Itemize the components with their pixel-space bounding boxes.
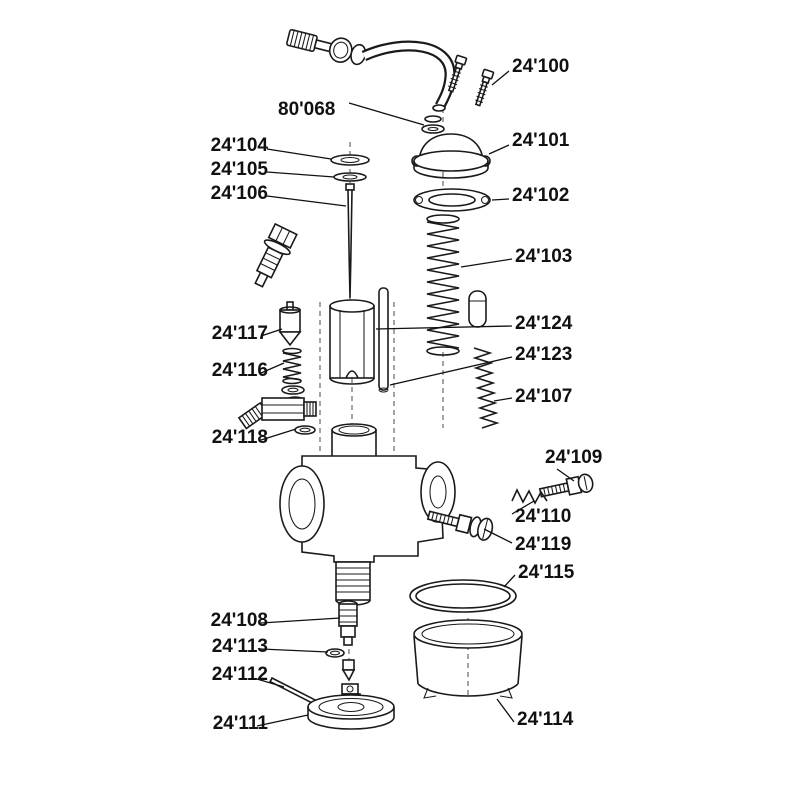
part-label-80068: 80'068 (278, 99, 336, 120)
part-label-24108: 24'108 (210, 610, 268, 631)
valve-spring (281, 347, 305, 404)
float-bowl (413, 619, 523, 699)
carburetor-body (279, 423, 456, 606)
part-label-24104: 24'104 (210, 135, 268, 156)
part-label-24114: 24'114 (517, 709, 574, 730)
part-label-24116: 24'116 (211, 360, 268, 381)
part-label-24111: 24'111 (212, 713, 268, 734)
cable-washers (421, 115, 445, 134)
float-pin (269, 676, 318, 706)
main-jet-holder (338, 600, 358, 646)
float-needle-valve (278, 301, 302, 347)
cap-screws (447, 54, 495, 107)
part-label-24105: 24'105 (210, 159, 268, 180)
part-label-24103: 24'103 (515, 246, 573, 267)
part-label-24123: 24'123 (515, 344, 573, 365)
jet-o-ring (325, 648, 345, 658)
idle-screw-spring (511, 488, 548, 505)
throttle-slide (329, 299, 375, 385)
jet-needle (345, 183, 355, 299)
carb-top-cap (411, 133, 491, 179)
slide-rod (378, 287, 389, 393)
main-jet (341, 659, 356, 682)
banjo-bolt (254, 222, 298, 288)
part-label-24115: 24'115 (518, 562, 575, 583)
part-label-24107: 24'107 (515, 386, 573, 407)
part-label-24124: 24'124 (515, 313, 573, 334)
part-label-24118: 24'118 (211, 427, 268, 448)
part-label-24119: 24'119 (515, 534, 572, 555)
part-label-24100: 24'100 (512, 56, 570, 77)
fuel-inlet-fitting (237, 397, 317, 435)
choke-plunger-and-spring (468, 290, 500, 429)
part-label-24110: 24'110 (515, 506, 572, 527)
idle-screw (538, 473, 594, 498)
float-assembly (307, 683, 395, 730)
part-label-24101: 24'101 (512, 130, 570, 151)
part-label-24113: 24'113 (211, 636, 268, 657)
mixture-screw (426, 510, 494, 541)
part-label-24109: 24'109 (545, 447, 603, 468)
throttle-spring (426, 214, 460, 356)
leader-lines (256, 70, 575, 727)
cap-gasket (413, 188, 491, 212)
cable-adjuster-assembly (286, 28, 456, 112)
bowl-o-ring (409, 579, 517, 613)
part-label-24102: 24'102 (512, 185, 570, 206)
part-label-24112: 24'112 (211, 664, 268, 685)
part-label-24106: 24'106 (210, 183, 268, 204)
needle-washers (330, 154, 370, 182)
part-label-24117: 24'117 (211, 323, 268, 344)
